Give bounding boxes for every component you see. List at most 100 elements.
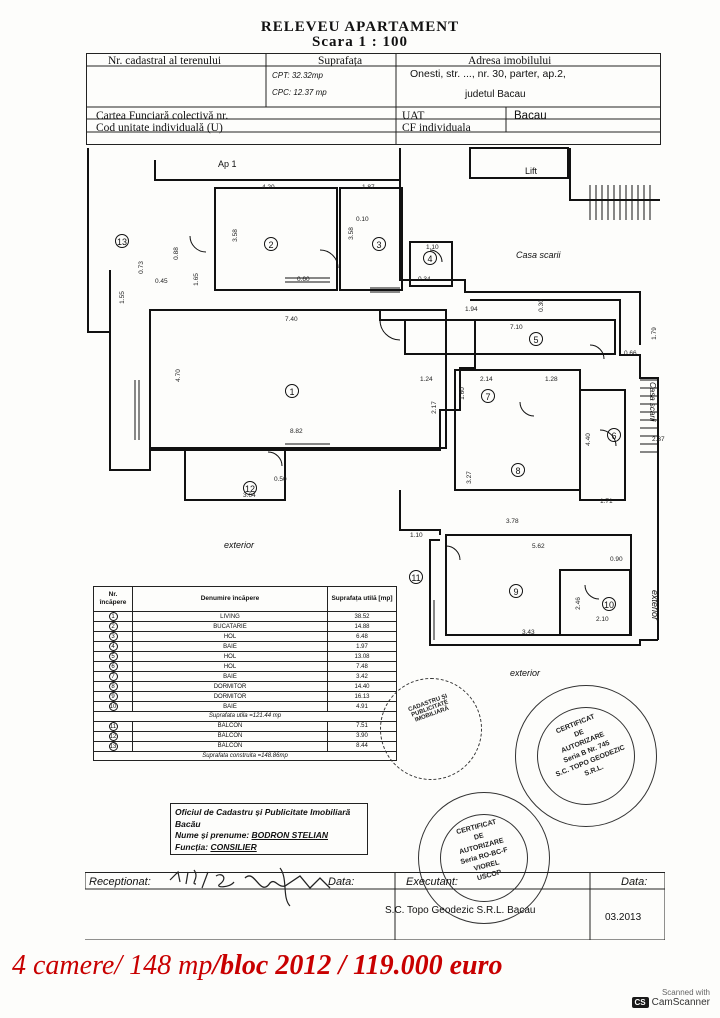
dim: 4.70 bbox=[174, 369, 182, 382]
row-name: HOL bbox=[132, 631, 328, 642]
dim: 4.20 bbox=[262, 184, 275, 191]
dim: 0.50 bbox=[274, 476, 287, 483]
col-suprafata: Suprafața utilă [mp] bbox=[327, 586, 397, 612]
label-exterior-2: exterior bbox=[510, 668, 541, 678]
dim: 0.30 bbox=[537, 299, 545, 312]
dim: 2.37 bbox=[652, 436, 665, 443]
dim: 3.43 bbox=[522, 629, 535, 636]
row-nr: 3 bbox=[108, 632, 118, 641]
hdr-uat-value: Bacau bbox=[514, 110, 547, 122]
row-nr: 4 bbox=[108, 642, 118, 651]
label-casa-scarii-2: Casa scarii bbox=[648, 382, 657, 422]
watermark-line1: Scanned with bbox=[661, 988, 710, 997]
watermark-brand: CamScanner bbox=[651, 997, 710, 1008]
label-lift: Lift bbox=[525, 166, 538, 176]
row-name: BAIE bbox=[132, 701, 328, 712]
dim: 0.66 bbox=[624, 350, 637, 357]
hdr-cartea-funciara: Cartea Funciară colectivă nr. bbox=[96, 110, 229, 122]
row-area: 3.42 bbox=[327, 671, 397, 682]
dim: 1.87 bbox=[362, 184, 375, 191]
row-name: BAIE bbox=[132, 671, 328, 682]
col-denumire: Denumire încăpere bbox=[132, 586, 328, 612]
dim: 0.60 bbox=[297, 276, 310, 283]
row-name: DORMITOR bbox=[132, 691, 328, 702]
label-ap1: Ap 1 bbox=[218, 159, 237, 169]
dim: 1.28 bbox=[545, 376, 558, 383]
row-nr: 1 bbox=[108, 612, 118, 621]
room-marker-1: 1 bbox=[285, 384, 299, 398]
dim: 3.27 bbox=[465, 471, 473, 484]
row-area: 14.88 bbox=[327, 621, 397, 632]
row-name: HOL bbox=[132, 661, 328, 672]
room-marker-2: 2 bbox=[264, 237, 278, 251]
hdr-address-line1: Onesti, str. ..., nr. 30, parter, ap.2, bbox=[410, 68, 566, 80]
hdr-adresa: Adresa imobilului bbox=[468, 55, 552, 67]
label-exterior-3: exterior bbox=[650, 590, 660, 621]
dim: 1.55 bbox=[118, 291, 126, 304]
dim: 0.34 bbox=[418, 276, 431, 283]
hdr-uat: UAT bbox=[402, 110, 425, 122]
row-area: 1.97 bbox=[327, 641, 397, 652]
hdr-cf-individuala: CF individuala bbox=[402, 122, 471, 134]
suprafata-utila: Suprafata utila =121.44 mp bbox=[93, 711, 397, 722]
row-nr: 5 bbox=[108, 652, 118, 661]
room-marker-6: 6 bbox=[607, 428, 621, 442]
dim: 0.45 bbox=[155, 278, 168, 285]
official-office: Oficiul de Cadastru și Publicitate Imobi… bbox=[175, 807, 351, 829]
document-title: RELEVEU APARTAMENT Scara 1 : 100 bbox=[260, 19, 460, 50]
dim: 3.58 bbox=[231, 229, 239, 242]
row-nr: 8 bbox=[108, 682, 118, 691]
certificat-stamp-1-inner bbox=[537, 707, 635, 805]
official-name-label: Nume și prenume: bbox=[175, 830, 250, 840]
handwritten-signature bbox=[169, 867, 331, 907]
dim: 3.78 bbox=[506, 518, 519, 525]
dim: 2.46 bbox=[574, 597, 582, 610]
room-marker-3: 3 bbox=[372, 237, 386, 251]
camscanner-logo-icon: CS bbox=[631, 997, 649, 1008]
dim: 0.88 bbox=[172, 247, 180, 260]
dim: 2.10 bbox=[596, 616, 609, 623]
official-name: BODRON STELIAN bbox=[251, 830, 329, 840]
dim: 5.62 bbox=[532, 543, 545, 550]
row-nr: 9 bbox=[108, 692, 118, 701]
row-area: 6.48 bbox=[327, 631, 397, 642]
col-nr: Nr. încăpere bbox=[93, 586, 133, 612]
data-label-2: Data: bbox=[621, 876, 648, 888]
official-role: CONSILIER bbox=[210, 841, 257, 852]
cadastru-stamp bbox=[380, 678, 482, 780]
listing-caption: 4 camere/ 148 mp/bloc 2012 / 119.000 eur… bbox=[12, 950, 712, 982]
hdr-cod-unitate: Cod unitate individuală (U) bbox=[96, 122, 223, 134]
dim: 1.24 bbox=[420, 376, 433, 383]
certificat-stamp-2-inner bbox=[440, 814, 528, 902]
row-nr: 11 bbox=[108, 721, 118, 731]
rooms-table: Nr. încăpere Denumire încăpere Suprafața… bbox=[93, 586, 397, 762]
dim: 7.10 bbox=[510, 324, 523, 331]
row-area: 13.08 bbox=[327, 651, 397, 662]
caption-year: /bloc 2012 / bbox=[212, 950, 354, 981]
dim: 0.73 bbox=[137, 261, 145, 274]
dim: 1.10 bbox=[410, 532, 423, 539]
dim: 1.60 bbox=[458, 387, 466, 400]
row-area: 16.13 bbox=[327, 691, 397, 702]
hdr-cpc: CPC: 12.37 mp bbox=[272, 88, 327, 97]
hdr-suprafata: Suprafața bbox=[318, 55, 363, 67]
row-name: BUCATARIE bbox=[132, 621, 328, 632]
room-marker-10: 10 bbox=[602, 597, 616, 611]
executant-date: 03.2013 bbox=[605, 912, 642, 923]
row-name: BALCON bbox=[132, 740, 328, 752]
dim: 0.10 bbox=[356, 216, 369, 223]
hdr-cpt: CPT: 32.32mp bbox=[272, 71, 323, 80]
row-nr: 2 bbox=[108, 622, 118, 631]
label-casa-scarii: Casa scarii bbox=[516, 250, 561, 260]
certificat-stamp-1 bbox=[515, 685, 657, 827]
